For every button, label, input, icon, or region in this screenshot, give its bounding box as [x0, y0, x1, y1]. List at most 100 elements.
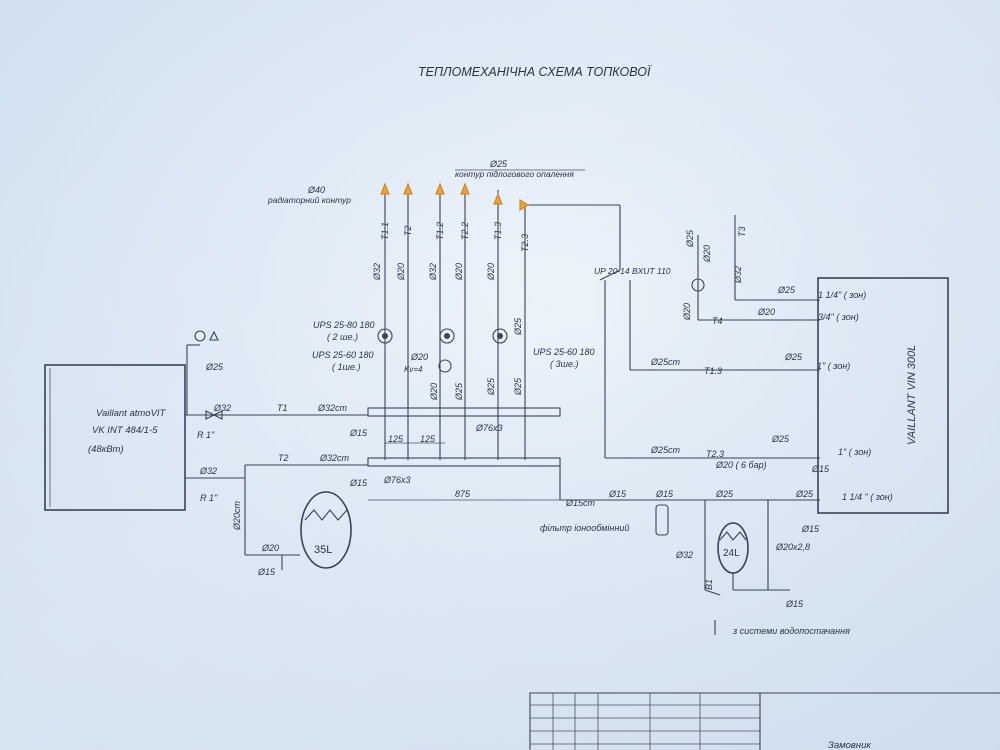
title-block-customer: Замовник: [828, 740, 871, 750]
t13-line-label: T1.3: [704, 366, 722, 376]
radiator-circuit-label: радіаторний контур: [267, 195, 351, 205]
riser-t22: T2.2: [460, 222, 470, 240]
riser-diameter-6: Ø25: [513, 317, 523, 336]
manifold-return-size: Ø76x3: [383, 475, 411, 485]
boiler-return-diameter: Ø32: [199, 466, 217, 476]
vessel-pipe-size: Ø20cm: [232, 500, 242, 531]
t23-valve-diameter: Ø25: [771, 434, 790, 444]
riser-t11: T1.1: [380, 222, 390, 240]
zone-1-1-4-bottom: 1 1/4 " ( зон): [842, 492, 893, 502]
pump-ups1-model: UPS 25-80 180: [313, 320, 375, 330]
pump-ups2-count: ( 1ше.): [332, 362, 360, 372]
manifold-return-drain: Ø15: [349, 478, 368, 488]
dim-125-left: 125: [388, 434, 404, 444]
t13-pipe-size: Ø25cm: [650, 357, 681, 367]
riser-t13: T1.3: [493, 222, 503, 240]
expansion-vessel-24l: 24L Ø32 B1 Ø20x2,8 Ø15 з системи водопос…: [675, 500, 850, 636]
cold-water-line: Ø15cm Ø15 Ø15 Ø25 Ø25 1 1/4 " ( зон) Ø15…: [540, 466, 893, 536]
riser-diameter-10: Ø25: [513, 377, 523, 396]
pump-ups1-count: ( 2 ше.): [327, 332, 358, 342]
boiler-model-line1: Vaillant atmoVIT: [96, 408, 167, 419]
t3-diameter: Ø25: [685, 229, 695, 248]
cold-water-valve-2: Ø15: [655, 489, 674, 499]
riser-diameter-4: Ø20: [454, 263, 464, 281]
vessel-drain-diameter: Ø15: [257, 567, 276, 577]
mixing-valve-diameter: Ø20: [410, 352, 428, 362]
dhw-pump-model: UP 20-14 BXUT 110: [594, 266, 671, 276]
expansion-vessel-35l: Ø20cm Ø20 Ø15 35L: [232, 478, 352, 577]
hot-water-tank: VAILLANT VIN 300L: [817, 277, 949, 514]
t23-drain: Ø15: [811, 464, 830, 474]
t3-pump-diameter: Ø20: [702, 245, 712, 263]
riser-t23: T2.3: [520, 234, 530, 252]
diagram-title: ТЕПЛОМЕХАНІЧНА СХЕМА ТОПКОВОЇ: [418, 65, 652, 79]
riser-diameter-1: Ø32: [372, 263, 382, 281]
boiler-power: (48кВт): [88, 444, 124, 455]
tank-label: VAILLANT VIN 300L: [906, 345, 918, 445]
t4-diameter: Ø20: [682, 303, 692, 321]
floor-circuit-label: контур підлогового опалення: [455, 169, 574, 179]
manifold-supply-drain: Ø15: [349, 428, 368, 438]
t2-main-label: T2: [278, 453, 289, 463]
riser-diameter-7: Ø20: [429, 383, 439, 401]
t23-zone: 1" ( зон): [838, 447, 871, 457]
dimension-lines: 125 125 875: [368, 434, 560, 501]
manifold-return: Ø15 Ø76x3: [349, 457, 561, 488]
t23-pipe-size: Ø25cm: [650, 445, 681, 455]
cold-water-valve-3: Ø25: [715, 489, 734, 499]
t1-main-label: T1: [277, 403, 288, 413]
pump-ups3-model: UPS 25-60 180: [533, 347, 595, 357]
boiler-flow-diameter: Ø32: [213, 403, 231, 413]
mixing-valve-kv: Kv=4: [404, 365, 423, 374]
boiler: Vaillant atmoVIT VK INT 484/1-5 (48кВт): [44, 364, 186, 511]
riser-diameter-8: Ø25: [454, 382, 464, 401]
t13-line: Ø25cm T1.3 Ø25 1" ( зон): [629, 280, 850, 376]
riser-diameter-9: Ø25: [486, 377, 496, 396]
boiler-flow-pipe: Ø32 R 1" T1 Ø32cm: [185, 403, 368, 440]
zone-3-4: 3/4" ( зон): [818, 312, 859, 322]
t23-line: Ø25cm T2.3 Ø25 1" ( зон) Ø20 ( 6 бар) Ø1…: [604, 280, 871, 474]
zone-1-1-4-top: 1 1/4" ( зон): [818, 290, 866, 300]
vessel-connection-diameter: Ø20: [261, 543, 279, 553]
cold-water-drain: Ø15: [801, 524, 820, 534]
floor-circuit-diameter: Ø25: [489, 159, 508, 169]
boiler-return-thread: R 1": [200, 493, 218, 503]
water-supply-source: з системи водопостачання: [732, 626, 850, 636]
t3-t4-lines: T3 Ø25 Ø20 Ø32 Ø25 1 1/4" ( зон) T4 Ø20 …: [682, 215, 866, 326]
boiler-model-line2: VK INT 484/1-5: [92, 425, 158, 436]
manifold-supply: Ø15 Ø76x3: [349, 407, 561, 438]
riser-diameter-5: Ø20: [486, 263, 496, 281]
safety-diameter: Ø25: [205, 362, 224, 372]
dim-125-right: 125: [420, 434, 436, 444]
safety-group: Ø25: [186, 330, 224, 415]
t4-valve-diameter: Ø20: [757, 307, 775, 317]
t23-line-label: T2.3: [706, 449, 724, 459]
supply-main-diameter: Ø32: [675, 550, 693, 560]
pump-ups3-count: ( 3ше.): [550, 359, 578, 369]
riser-t12: T1.2: [435, 222, 445, 240]
ion-filter: [655, 504, 669, 536]
cold-water-pipe-size: Ø15cm: [565, 498, 596, 508]
riser-diameter-2: Ø20: [396, 263, 406, 281]
vessel-24l-volume: 24L: [723, 548, 740, 559]
t1-pipe-size: Ø32cm: [317, 403, 348, 413]
supply-drain-diameter: Ø15: [785, 599, 804, 609]
t13-zone: 1" ( зон): [817, 361, 850, 371]
t3-valve-diameter: Ø25: [777, 285, 796, 295]
cold-water-valve-4: Ø25: [795, 489, 814, 499]
title-block: Замовник: [529, 692, 1000, 750]
cold-water-valve-1: Ø15: [608, 489, 627, 499]
supply-branch-diameter: Ø20x2,8: [775, 542, 810, 552]
boiler-flow-thread: R 1": [197, 430, 215, 440]
boiler-return-pipe: Ø32 R 1" T2 Ø32cm: [185, 453, 368, 503]
t3-label: T3: [737, 226, 747, 237]
radiator-circuit-diameter: Ø40: [307, 185, 325, 195]
supply-b1-label: B1: [704, 579, 714, 590]
t23-safety-valve: Ø20 ( 6 бар): [715, 460, 767, 470]
pump-ups2-model: UPS 25-60 180: [312, 350, 374, 360]
t3-pipe-diameter: Ø32: [733, 266, 743, 284]
dim-875: 875: [455, 489, 471, 499]
ion-filter-label: фільтр іонообмінний: [540, 523, 629, 533]
